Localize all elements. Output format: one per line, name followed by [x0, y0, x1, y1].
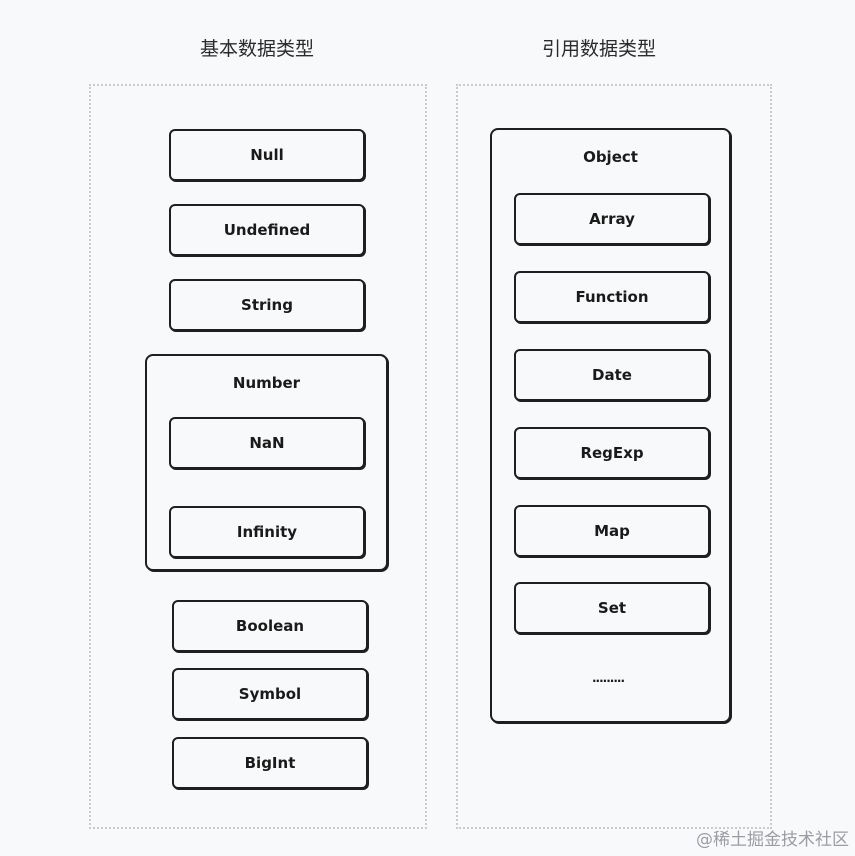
primitive-types-heading: 基本数据类型 [199, 38, 314, 60]
date-box: Date [514, 349, 710, 401]
more-types-ellipsis: ......... [591, 671, 625, 685]
regexp-box: RegExp [514, 427, 710, 479]
nan-box: NaN [169, 417, 365, 469]
bigint-box: BigInt [172, 737, 368, 789]
infinity-box: Infinity [169, 506, 365, 558]
number-label: Number [232, 374, 301, 392]
reference-types-panel [456, 84, 772, 829]
set-box: Set [514, 582, 710, 634]
function-box: Function [514, 271, 710, 323]
reference-types-heading: 引用数据类型 [541, 38, 656, 60]
boolean-box: Boolean [172, 600, 368, 652]
symbol-box: Symbol [172, 668, 368, 720]
undefined-box: Undefined [169, 204, 365, 256]
array-box: Array [514, 193, 710, 245]
null-box: Null [169, 129, 365, 181]
map-box: Map [514, 505, 710, 557]
object-label: Object [583, 148, 638, 166]
watermark: @稀土掘金技术社区 [696, 830, 849, 850]
string-box: String [169, 279, 365, 331]
primitive-types-panel [89, 84, 427, 829]
